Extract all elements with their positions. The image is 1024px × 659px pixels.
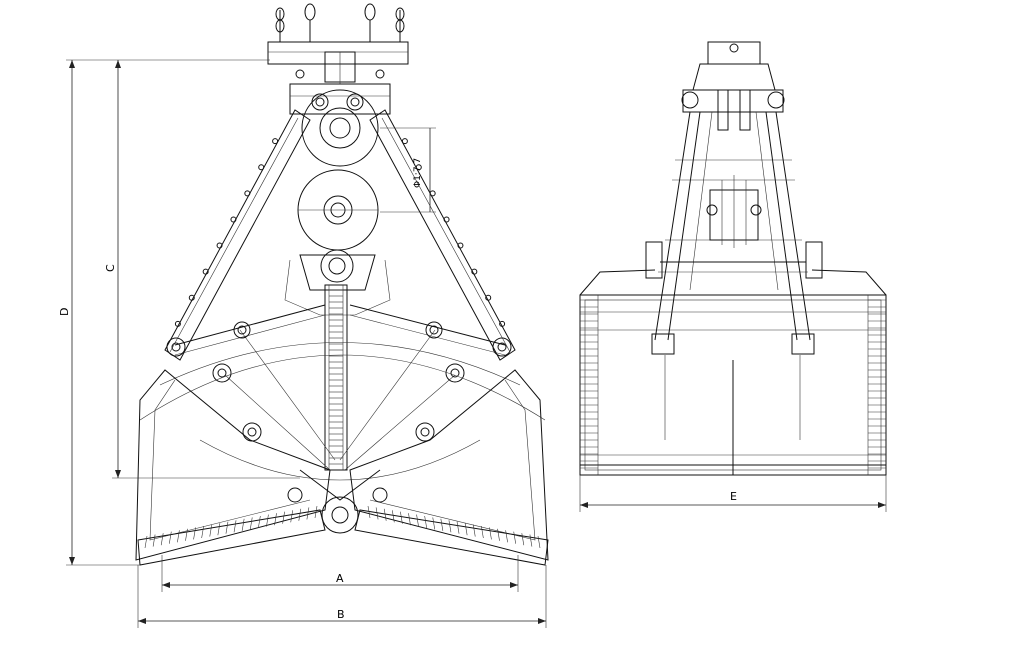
hatch-line: [513, 531, 517, 544]
right-shell: [349, 369, 549, 566]
bolt-icon: [443, 216, 450, 223]
side-bucket: [579, 269, 887, 476]
side-pivots: [645, 241, 823, 355]
hatch-line: [274, 513, 277, 526]
hatch-line: [144, 535, 148, 549]
hatch-line: [391, 510, 395, 523]
hatch-line: [416, 514, 419, 527]
right-arm: [369, 109, 516, 361]
hatch-line: [152, 534, 156, 547]
bolt-icon: [216, 242, 223, 249]
hatch-line: [193, 527, 196, 540]
hatch-line: [481, 525, 484, 539]
bolt-icon: [499, 320, 506, 327]
hatch-line: [298, 508, 302, 521]
hatch-line: [367, 505, 371, 519]
hatch-line: [249, 517, 253, 530]
bolt-icon: [244, 190, 251, 197]
hatch-line: [448, 520, 452, 533]
top-hanger: [267, 3, 409, 84]
middle-sheave: [297, 169, 379, 251]
hatch-line: [314, 505, 318, 519]
hatch-line: [241, 518, 245, 531]
hatch-line: [290, 510, 294, 523]
dim-label-c: C: [104, 264, 117, 272]
dimension-lines-front: [66, 59, 547, 628]
central-rack: [324, 284, 348, 471]
dimension-line-e: [579, 475, 887, 512]
hatch-line: [505, 530, 508, 543]
hatch-line: [233, 520, 237, 533]
bolt-icon: [202, 268, 209, 275]
dim-label-b: B: [337, 608, 345, 621]
bolt-icon: [401, 138, 408, 145]
hatch-line: [489, 527, 492, 540]
upper-head: [289, 83, 391, 167]
bolt-icon: [258, 164, 265, 171]
tie-bars: [174, 304, 506, 471]
hatch-line: [432, 517, 436, 530]
hatch-line: [266, 514, 269, 527]
hatch-line: [258, 515, 261, 529]
hatch-line: [168, 531, 172, 544]
hatch-line: [225, 521, 229, 534]
bolt-icon: [471, 268, 478, 275]
dim-label-d: D: [58, 308, 71, 316]
bolt-icon: [188, 294, 195, 301]
side-mid-block: [706, 175, 762, 248]
note-label: Φ1:7.7: [413, 158, 423, 188]
bolt-icon: [415, 164, 422, 171]
hatch-line: [537, 535, 541, 549]
left-arm: [164, 109, 311, 361]
hatch-line: [497, 528, 500, 541]
hatch-line: [160, 533, 164, 546]
hatch-line: [201, 525, 204, 539]
bottom-hinge: [299, 469, 381, 534]
hatch-line: [282, 511, 285, 524]
hatch-line: [464, 523, 468, 536]
hatch-line: [209, 524, 213, 537]
hatch-line: [400, 511, 403, 524]
left-shell: [135, 369, 331, 566]
hatch-line: [177, 530, 180, 543]
bolt-icon: [485, 294, 492, 301]
hatch-line: [217, 523, 221, 536]
bolt-icon: [429, 190, 436, 197]
side-frame: [654, 111, 811, 341]
bolt-icon: [272, 138, 279, 145]
hatch-line: [521, 533, 525, 546]
front-view: D C A B Φ1:7.7: [58, 3, 549, 628]
dim-label-e: E: [730, 490, 737, 503]
bolt-icon: [457, 242, 464, 249]
hatch-line: [472, 524, 476, 537]
dim-label-a: A: [336, 572, 344, 585]
hatch-line: [306, 507, 310, 520]
hatch-line: [424, 515, 427, 529]
side-head: [681, 41, 785, 131]
hatch-line: [456, 521, 460, 534]
hatch-line: [529, 534, 533, 547]
hatch-line: [185, 528, 188, 541]
side-view: E: [579, 41, 887, 512]
hatch-line: [375, 507, 379, 520]
swing-arcs: [139, 342, 546, 481]
bolt-icon: [174, 320, 181, 327]
bolt-icon: [230, 216, 237, 223]
hatch-line: [440, 518, 444, 531]
pivot-pins: [166, 321, 512, 503]
hatch-line: [408, 513, 411, 526]
hatch-line: [383, 508, 387, 521]
lower-block: [284, 249, 391, 316]
